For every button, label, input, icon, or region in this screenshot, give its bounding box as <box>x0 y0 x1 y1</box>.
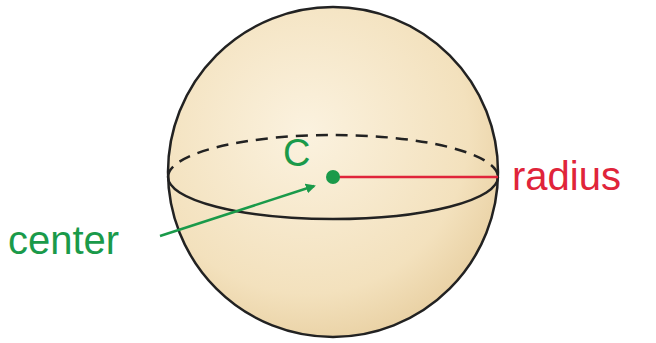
center-letter: C <box>283 134 310 172</box>
center-point <box>326 170 340 184</box>
center-label: center <box>8 220 119 260</box>
sphere-outline <box>168 7 498 337</box>
radius-line <box>333 176 498 179</box>
radius-label: radius <box>512 156 621 196</box>
center-leader-arrow <box>160 186 314 236</box>
